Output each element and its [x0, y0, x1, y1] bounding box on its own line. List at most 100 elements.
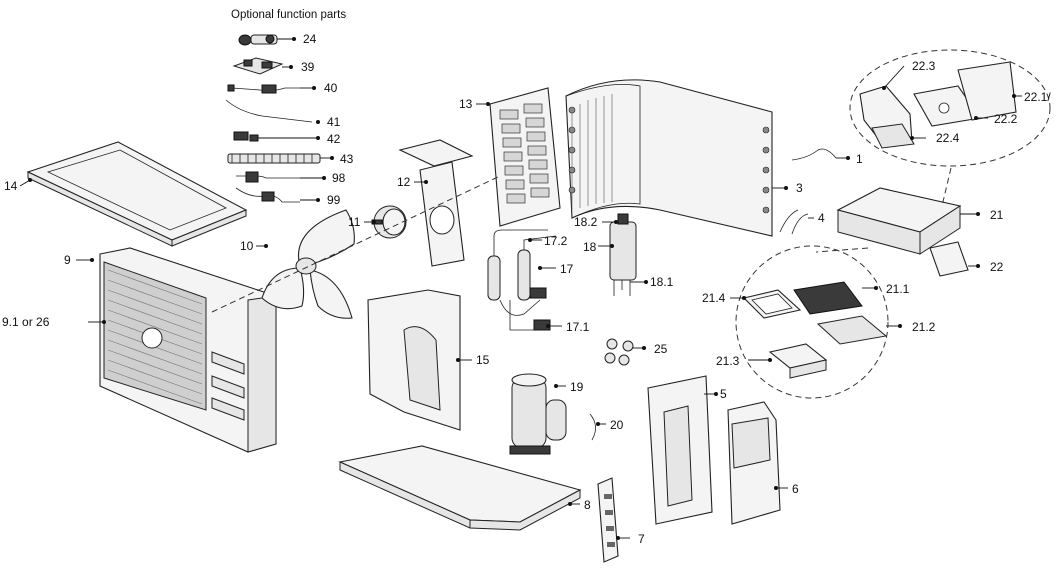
callout-12: 12 [397, 175, 428, 189]
callout-17: 17 [538, 262, 574, 276]
callout-22-4: 22.4 [910, 131, 960, 145]
part-7-terminal-plate-drawing [597, 477, 619, 563]
part-19-compressor-drawing [509, 373, 567, 455]
svg-text:8: 8 [584, 498, 591, 512]
part-13-fin-panel-drawing [489, 87, 561, 227]
svg-text:11: 11 [348, 215, 361, 229]
part-40-drawing [227, 84, 300, 94]
callout-41: 41 [316, 115, 341, 129]
svg-text:10: 10 [240, 239, 254, 253]
part-41-drawing [225, 99, 313, 123]
svg-text:18: 18 [583, 240, 597, 254]
part-5-side-panel-drawing [647, 375, 713, 525]
callout-21-2: 21.2 [886, 320, 936, 334]
callout-25: 25 [632, 342, 668, 356]
callout-4: 4 [808, 211, 825, 225]
svg-text:21: 21 [990, 208, 1004, 222]
part-4-tubes-drawing [779, 209, 809, 235]
part-22-2-bracket-drawing [913, 85, 981, 127]
callout-1: 1 [836, 152, 863, 166]
part-98-drawing [236, 171, 300, 183]
part-15-partition-drawing [367, 289, 461, 431]
callout-5: 5 [704, 387, 727, 401]
part-22-4-plate-drawing [871, 123, 915, 149]
part-24-drawing [238, 34, 278, 46]
callout-14: 14 [4, 178, 32, 193]
svg-text:7: 7 [638, 532, 645, 546]
callout-15: 15 [456, 353, 490, 367]
svg-text:43: 43 [340, 152, 354, 166]
svg-text:22: 22 [990, 260, 1004, 274]
svg-text:6: 6 [792, 482, 799, 496]
part-11-motor-drawing [371, 205, 407, 239]
svg-text:22.3: 22.3 [912, 59, 936, 73]
part-42-drawing [233, 131, 259, 142]
callout-18-1: 18.1 [630, 275, 674, 289]
callout-24: 24 [277, 32, 317, 46]
svg-text:98: 98 [332, 171, 346, 185]
part-3-condenser-coil-drawing [565, 79, 773, 237]
callout-11: 11 [348, 215, 376, 229]
svg-text:9: 9 [64, 253, 71, 267]
svg-text:24: 24 [303, 32, 317, 46]
callout-3: 3 [772, 181, 803, 195]
svg-text:12: 12 [397, 175, 411, 189]
svg-text:40: 40 [324, 81, 338, 95]
callout-22-1: 22.1/ [1012, 90, 1051, 104]
part-9-front-panel-drawing [99, 247, 277, 453]
svg-text:99: 99 [327, 193, 341, 207]
svg-text:39: 39 [301, 60, 315, 74]
callout-43: 43 [320, 152, 354, 166]
detail-region-22 [849, 49, 1051, 167]
svg-text:21.4: 21.4 [702, 291, 726, 305]
part-8-base-pan-drawing [338, 445, 582, 531]
callout-39: 39 [282, 60, 315, 74]
svg-text:21.2: 21.2 [912, 320, 936, 334]
svg-text:22.1/: 22.1/ [1024, 90, 1051, 104]
svg-text:18.1: 18.1 [650, 275, 674, 289]
callout-40: 40 [300, 81, 338, 95]
callout-21-3: 21.3 [716, 354, 772, 368]
callout-21-4: 21.4 [702, 291, 746, 305]
part-1-wire-drawing [791, 148, 837, 161]
part-25-nuts-drawing [604, 338, 634, 366]
callout-22: 22 [968, 260, 1004, 274]
svg-text:9.1 or 26: 9.1 or 26 [2, 315, 50, 329]
svg-text:22.2: 22.2 [994, 112, 1018, 126]
callout-10: 10 [240, 239, 268, 253]
callout-6: 6 [774, 482, 799, 496]
callout-9-1: 9.1 or 26 [2, 315, 106, 329]
callout-13: 13 [459, 97, 490, 111]
svg-text:42: 42 [327, 132, 341, 146]
callout-21: 21 [960, 208, 1004, 222]
svg-text:17.1: 17.1 [566, 320, 590, 334]
svg-text:41: 41 [327, 115, 341, 129]
callout-17-2: 17.2 [528, 234, 568, 248]
svg-text:4: 4 [818, 211, 825, 225]
svg-text:13: 13 [459, 97, 473, 111]
part-12-motor-bracket-drawing [398, 139, 474, 267]
callout-18: 18 [583, 240, 614, 254]
part-21-4-frame-drawing [742, 289, 802, 319]
svg-text:18.2: 18.2 [574, 215, 598, 229]
svg-text:17.2: 17.2 [544, 234, 568, 248]
svg-text:14: 14 [4, 179, 18, 193]
svg-text:1: 1 [856, 152, 863, 166]
callout-17-1: 17.1 [546, 320, 590, 334]
callout-9: 9 [64, 253, 94, 267]
part-18-valve-drawing [609, 213, 637, 296]
svg-text:17: 17 [560, 262, 574, 276]
svg-text:3: 3 [796, 181, 803, 195]
callout-8: 8 [568, 498, 591, 512]
svg-text:19: 19 [570, 380, 584, 394]
callout-19: 19 [554, 380, 584, 394]
part-43-drawing [227, 153, 321, 164]
svg-text:21.1: 21.1 [886, 282, 910, 296]
svg-text:25: 25 [654, 342, 668, 356]
callout-22-2: 22.2 [974, 112, 1018, 126]
svg-text:21.3: 21.3 [716, 354, 740, 368]
callout-20: 20 [596, 418, 624, 432]
svg-text:22.4: 22.4 [936, 131, 960, 145]
